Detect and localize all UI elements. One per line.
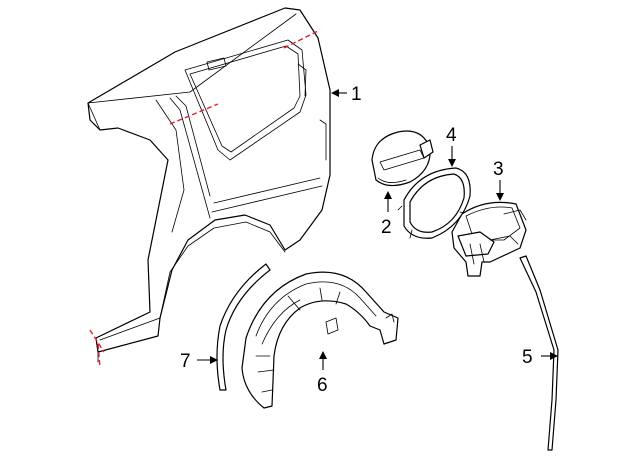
callout-3: 3 xyxy=(493,159,504,180)
callout-5: 5 xyxy=(522,347,533,368)
callout-2: 2 xyxy=(381,217,392,238)
callout-6: 6 xyxy=(317,375,328,396)
filler-seal xyxy=(397,167,471,239)
quarter-panel xyxy=(87,7,331,363)
callout-7: 7 xyxy=(180,351,191,372)
callout-labels: 1 2 3 4 5 6 7 xyxy=(180,84,533,396)
callout-4: 4 xyxy=(446,125,457,146)
wheelhouse-liner xyxy=(241,271,399,409)
callout-1: 1 xyxy=(351,84,362,105)
drain-tube xyxy=(519,255,559,451)
leader-lines xyxy=(197,89,558,370)
wheel-opening-moulding xyxy=(216,263,271,391)
fuel-door xyxy=(371,130,434,187)
cut-lines xyxy=(89,29,321,369)
filler-pocket-housing xyxy=(451,201,527,277)
